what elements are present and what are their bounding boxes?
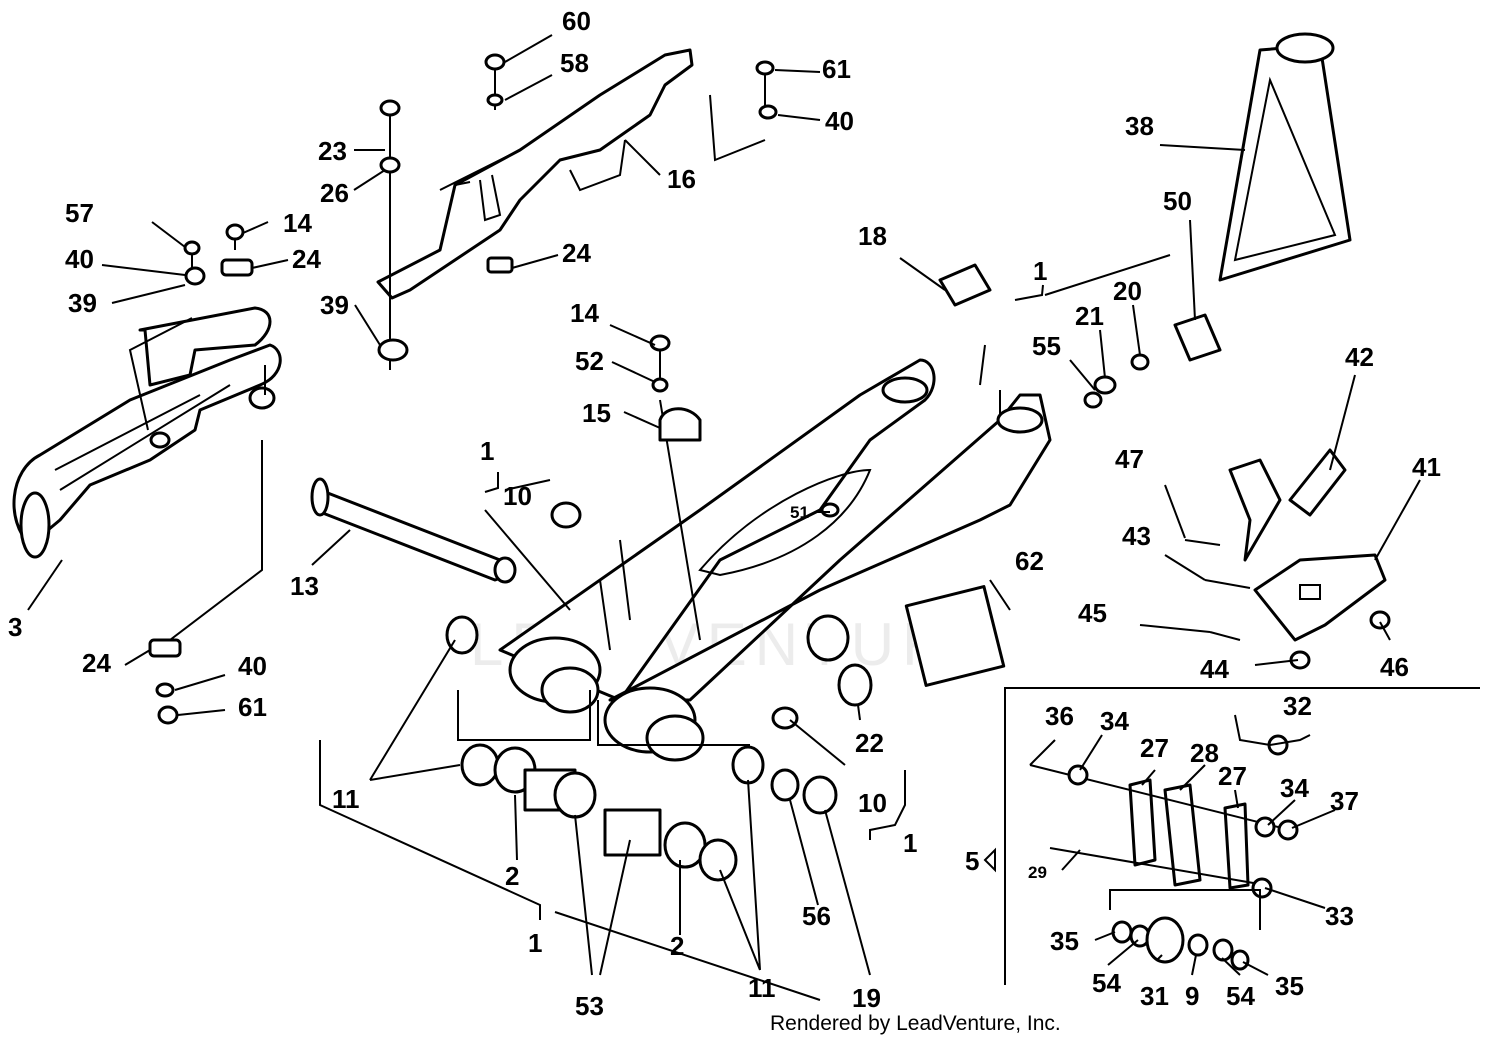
callout-10: 10 xyxy=(858,788,887,818)
pivot-shaft-part xyxy=(310,477,512,582)
bearings-and-collars xyxy=(445,501,838,882)
callout-27: 27 xyxy=(1218,761,1247,791)
callout-46: 46 xyxy=(1380,652,1409,682)
callout-40: 40 xyxy=(65,244,94,274)
callout-31: 31 xyxy=(1140,981,1169,1011)
callout-2: 2 xyxy=(505,861,519,891)
callout-50: 50 xyxy=(1163,186,1192,216)
callout-42: 42 xyxy=(1345,342,1374,372)
callout-9: 9 xyxy=(1185,981,1199,1011)
callout-37: 37 xyxy=(1330,786,1359,816)
callout-24: 24 xyxy=(82,648,111,678)
callout-22: 22 xyxy=(855,728,884,758)
callout-5: 5 xyxy=(965,846,979,876)
callout-47: 47 xyxy=(1115,444,1144,474)
callout-20: 20 xyxy=(1113,276,1142,306)
callout-41: 41 xyxy=(1412,452,1441,482)
callout-32: 32 xyxy=(1283,691,1312,721)
callout-11: 11 xyxy=(748,973,776,1003)
callout-16: 16 xyxy=(667,164,696,194)
credit-text: Rendered by LeadVenture, Inc. xyxy=(770,1012,1061,1035)
callout-24: 24 xyxy=(292,244,321,274)
callout-54: 54 xyxy=(1092,968,1121,998)
callout-33: 33 xyxy=(1325,901,1354,931)
callout-56: 56 xyxy=(802,901,831,931)
callout-43: 43 xyxy=(1122,521,1151,551)
linkage-inset xyxy=(1004,687,1480,985)
callout-3: 3 xyxy=(8,612,22,642)
callout-36: 36 xyxy=(1045,701,1074,731)
callout-38: 38 xyxy=(1125,111,1154,141)
callout-26: 26 xyxy=(320,178,349,208)
callout-28: 28 xyxy=(1190,738,1219,768)
callout-39: 39 xyxy=(68,288,97,318)
callout-40: 40 xyxy=(238,651,267,681)
callout-54: 54 xyxy=(1226,981,1255,1011)
callout-35: 35 xyxy=(1275,971,1304,1001)
callout-10: 10 xyxy=(503,481,532,511)
chain-guide-bracket-part xyxy=(1228,448,1387,642)
stand-part xyxy=(1218,32,1352,282)
callout-18: 18 xyxy=(858,221,887,251)
callout-23: 23 xyxy=(318,136,347,166)
callout-1: 1 xyxy=(903,828,917,858)
callout-34: 34 xyxy=(1280,773,1309,803)
callout-62: 62 xyxy=(1015,546,1044,576)
leader-lines xyxy=(27,34,1421,1001)
callout-15: 15 xyxy=(582,398,611,428)
callout-24: 24 xyxy=(562,238,591,268)
callout-21: 21 xyxy=(1075,301,1104,331)
swing-arm-part xyxy=(498,358,1052,762)
callout-1: 1 xyxy=(1033,256,1047,286)
callout-40: 40 xyxy=(825,106,854,136)
callout-51: 51 xyxy=(790,503,809,522)
callout-55: 55 xyxy=(1032,331,1061,361)
callout-29: 29 xyxy=(1028,863,1047,882)
callout-45: 45 xyxy=(1078,598,1107,628)
callout-14: 14 xyxy=(570,298,599,328)
callout-34: 34 xyxy=(1100,706,1129,736)
callout-13: 13 xyxy=(290,571,319,601)
callout-35: 35 xyxy=(1050,926,1079,956)
chain-slider-part xyxy=(12,306,282,559)
callout-27: 27 xyxy=(1140,733,1169,763)
callout-44: 44 xyxy=(1200,654,1229,684)
callout-1: 1 xyxy=(528,928,542,958)
callout-2: 2 xyxy=(670,931,684,961)
chain-adjuster-blocks xyxy=(837,263,1222,707)
callout-61: 61 xyxy=(238,692,267,722)
callout-1: 1 xyxy=(480,436,494,466)
callout-57: 57 xyxy=(65,198,94,228)
callout-11: 11 xyxy=(332,784,360,814)
callout-39: 39 xyxy=(320,290,349,320)
callout-52: 52 xyxy=(575,346,604,376)
callout-61: 61 xyxy=(822,54,851,84)
chain-guide-part xyxy=(376,48,694,300)
callout-19: 19 xyxy=(852,983,881,1013)
callout-14: 14 xyxy=(283,208,312,238)
fasteners xyxy=(148,53,1391,725)
callout-labels: 60 58 61 40 23 26 16 57 14 40 24 39 24 3… xyxy=(8,6,1441,1021)
callout-60: 60 xyxy=(562,6,591,36)
callout-58: 58 xyxy=(560,48,589,78)
callout-53: 53 xyxy=(575,991,604,1021)
